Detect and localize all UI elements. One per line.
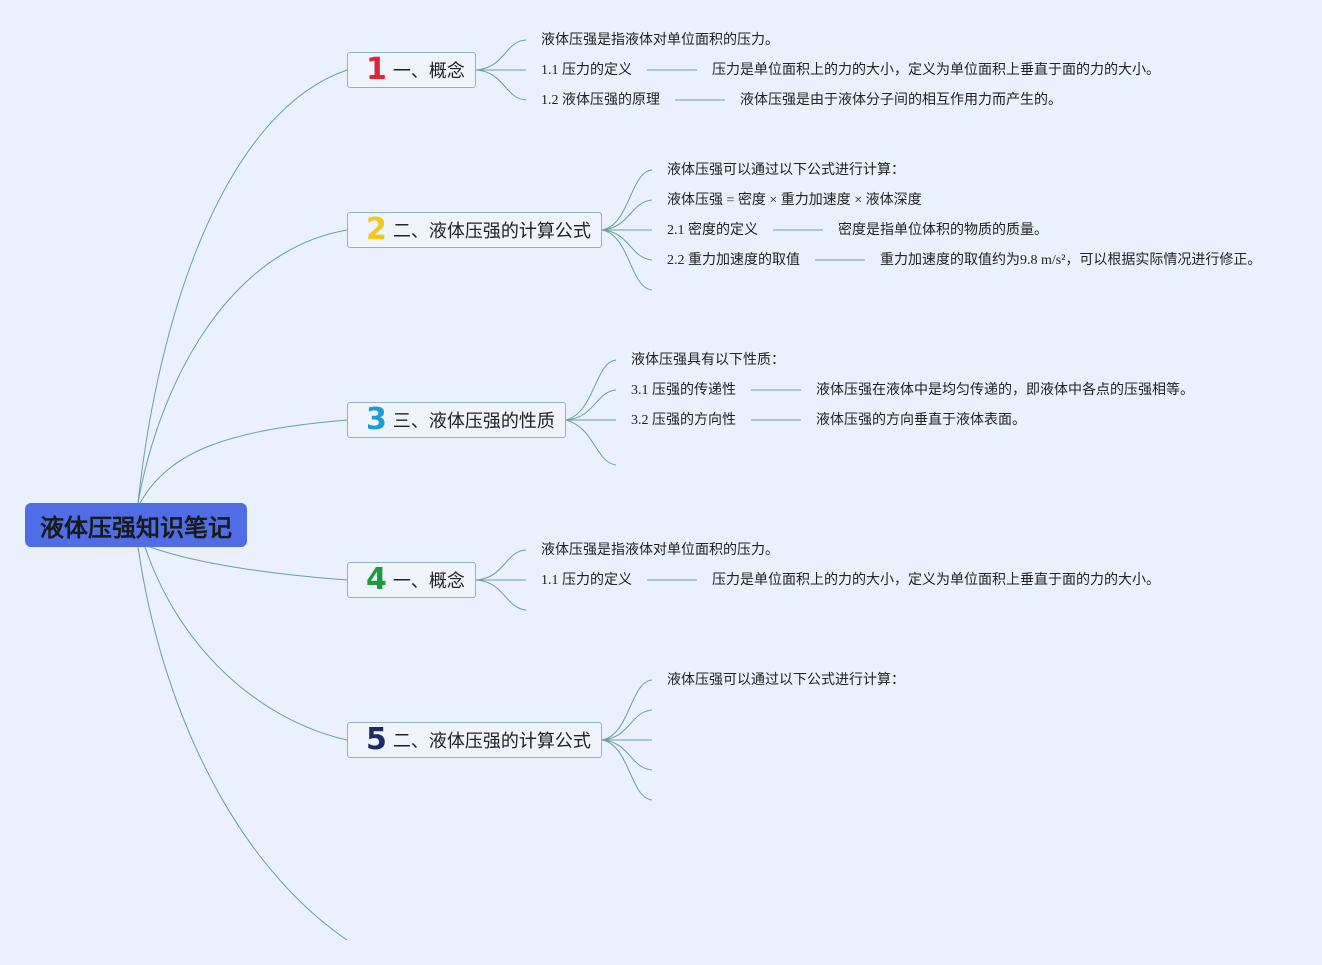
branch-1-line-2: 1.1 压力的定义: [541, 63, 632, 78]
branch-4-label: 一、概念: [392, 571, 465, 591]
branch-5-node[interactable]: 5 二、液体压强的计算公式: [347, 722, 602, 758]
branch-2-label: 二、液体压强的计算公式: [392, 221, 591, 241]
branch-2-line-3: 2.1 密度的定义: [667, 223, 758, 238]
branch-4-number: 4: [366, 562, 387, 597]
branch-3-line-3: 3.2 压强的方向性: [631, 413, 736, 428]
branch-1-line-2-detail: 压力是单位面积上的力的大小，定义为单位面积上垂直于面的力的大小。: [712, 63, 1160, 78]
branch-1-line-3: 1.2 液体压强的原理: [541, 93, 660, 108]
branch-3-node[interactable]: 3 三、液体压强的性质: [347, 402, 566, 438]
branch-5-line-1: 液体压强可以通过以下公式进行计算：: [667, 673, 905, 688]
branch-3-line-2: 3.1 压强的传递性: [631, 383, 736, 398]
branch-4-line-2: 1.1 压力的定义: [541, 573, 632, 588]
branch-5-label: 二、液体压强的计算公式: [392, 731, 591, 751]
branch-2-node[interactable]: 2 二、液体压强的计算公式: [347, 212, 602, 248]
branch-3-line-2-detail: 液体压强在液体中是均匀传递的，即液体中各点的压强相等。: [816, 383, 1194, 398]
branch-1-line-1: 液体压强是指液体对单位面积的压力。: [541, 33, 779, 48]
branch-1-line-3-detail: 液体压强是由于液体分子间的相互作用力而产生的。: [740, 93, 1062, 108]
branch-4-line-1: 液体压强是指液体对单位面积的压力。: [541, 543, 779, 558]
root-node[interactable]: 液体压强知识笔记: [25, 503, 247, 547]
branch-5-number: 5: [366, 722, 387, 757]
branch-1-node[interactable]: 1 一、概念: [347, 52, 476, 88]
branch-3-line-1: 液体压强具有以下性质：: [631, 353, 785, 368]
branch-2-number: 2: [366, 212, 387, 247]
branch-2-line-2: 液体压强 = 密度 × 重力加速度 × 液体深度: [667, 193, 922, 208]
branch-3-line-3-detail: 液体压强的方向垂直于液体表面。: [816, 413, 1026, 428]
branch-4-node[interactable]: 4 一、概念: [347, 562, 476, 598]
root-title: 液体压强知识笔记: [40, 514, 232, 542]
branch-1-label: 一、概念: [392, 61, 465, 81]
branch-1-number: 1: [366, 52, 387, 87]
branch-2-line-4: 2.2 重力加速度的取值: [667, 253, 800, 268]
branch-2-line-4-detail: 重力加速度的取值约为9.8 m/s²，可以根据实际情况进行修正。: [880, 253, 1262, 268]
branch-2-line-1: 液体压强可以通过以下公式进行计算：: [667, 163, 905, 178]
branch-3-number: 3: [366, 402, 387, 437]
branch-4-line-2-detail: 压力是单位面积上的力的大小，定义为单位面积上垂直于面的力的大小。: [712, 573, 1160, 588]
branch-3-label: 三、液体压强的性质: [392, 411, 555, 431]
branch-2-line-3-detail: 密度是指单位体积的物质的质量。: [838, 223, 1048, 238]
